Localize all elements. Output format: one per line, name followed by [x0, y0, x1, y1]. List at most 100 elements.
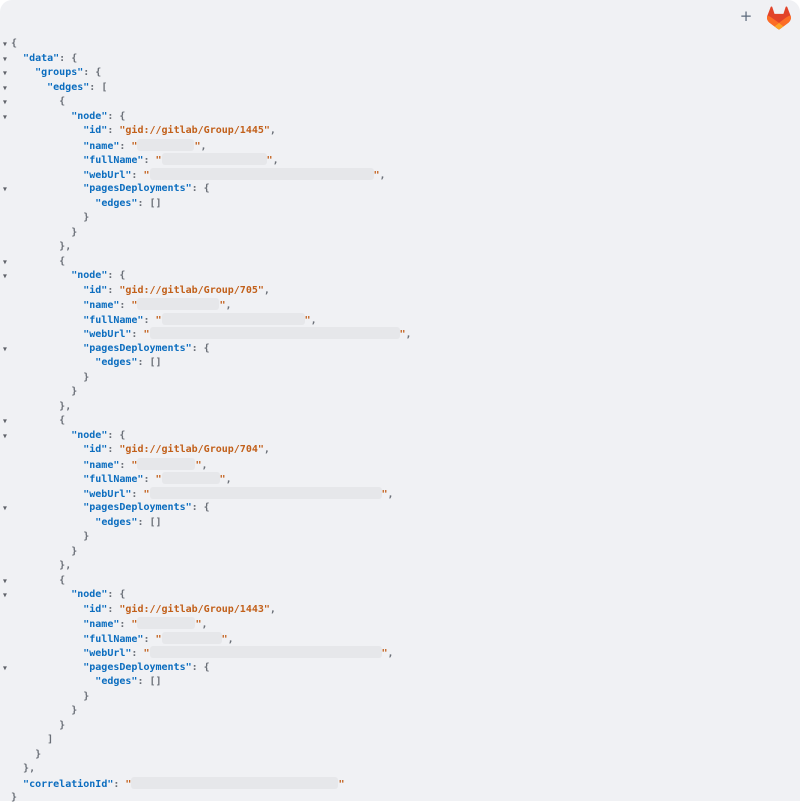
json-line: ▼ {: [3, 414, 800, 429]
json-key: "name": [83, 619, 120, 630]
json-punctuation: }: [83, 531, 90, 542]
json-key: "id": [83, 603, 108, 615]
json-string: ": [194, 140, 201, 152]
redacted-value: [161, 153, 267, 165]
json-line: }: [11, 748, 800, 763]
collapse-arrow-icon[interactable]: ▼: [3, 663, 7, 672]
json-key: "id": [83, 284, 108, 296]
json-line: ▼ "pagesDeployments": {: [3, 501, 800, 516]
json-line: ▼ "node": {: [3, 269, 800, 284]
json-key: "id": [83, 444, 108, 455]
json-punctuation: ,: [269, 125, 276, 136]
redacted-value: [137, 457, 196, 470]
json-line: ]: [11, 733, 800, 748]
collapse-arrow-icon[interactable]: ▼: [3, 344, 7, 353]
collapse-arrow-icon[interactable]: ▼: [3, 112, 7, 121]
json-string: "gid://gitlab/Group/705": [119, 284, 264, 296]
json-punctuation: :: [143, 474, 156, 485]
json-punctuation: {: [11, 38, 18, 49]
json-line: "edges": []: [11, 516, 800, 531]
json-line: ▼ {: [3, 574, 800, 589]
json-line: "id": "gid://gitlab/Group/704",: [11, 443, 800, 458]
json-punctuation: :: [119, 140, 132, 152]
json-punctuation: },: [59, 560, 72, 571]
json-string: ": [125, 778, 132, 790]
collapse-arrow-icon[interactable]: ▼: [3, 40, 7, 48]
json-line: "correlationId": "": [11, 776, 800, 792]
json-key: "node": [71, 110, 108, 122]
json-punctuation: : {: [59, 52, 78, 64]
json-line: ▼ {: [3, 255, 800, 270]
json-punctuation: ,: [379, 169, 386, 181]
json-punctuation: }: [71, 545, 78, 557]
top-bar: +: [0, 0, 800, 30]
json-line: ▼ {: [3, 95, 800, 110]
gitlab-logo-icon: [767, 6, 791, 30]
json-punctuation: }: [83, 371, 90, 383]
json-punctuation: }: [59, 719, 66, 731]
json-punctuation: :: [107, 603, 120, 615]
collapse-arrow-icon[interactable]: ▼: [3, 504, 7, 512]
new-tab-button[interactable]: +: [737, 7, 755, 25]
collapse-arrow-icon[interactable]: ▼: [3, 54, 7, 63]
redacted-value: [149, 486, 382, 499]
json-punctuation: ,: [263, 284, 270, 296]
json-punctuation: :: [119, 619, 132, 630]
json-punctuation: ,: [225, 474, 232, 485]
json-line: ▼ "node": {: [3, 110, 800, 125]
json-key: "data": [23, 52, 60, 64]
json-key: "pagesDeployments": [83, 661, 192, 673]
json-punctuation: :: [143, 314, 156, 326]
json-key: "pagesDeployments": [83, 502, 192, 513]
json-line: "fullName": "",: [11, 631, 800, 647]
json-line: "id": "gid://gitlab/Group/1443",: [11, 603, 800, 618]
json-line: },: [11, 762, 800, 777]
json-punctuation: : {: [191, 502, 210, 513]
json-punctuation: :: [143, 633, 156, 645]
json-line: }: [11, 226, 800, 241]
redacted-value: [161, 631, 222, 644]
json-key: "node": [71, 429, 108, 441]
json-punctuation: :: [113, 778, 126, 790]
json-punctuation: ,: [227, 633, 234, 645]
json-punctuation: : [: [89, 81, 108, 93]
collapse-arrow-icon[interactable]: ▼: [3, 272, 7, 280]
collapse-arrow-icon[interactable]: ▼: [3, 185, 7, 193]
json-key: "edges": [95, 516, 138, 528]
json-line: }: [11, 791, 800, 806]
json-key: "name": [83, 300, 120, 311]
json-line: }: [11, 545, 800, 560]
json-line: }: [11, 211, 800, 226]
collapse-arrow-icon[interactable]: ▼: [3, 576, 7, 585]
json-punctuation: ,: [201, 459, 208, 471]
json-punctuation: ,: [263, 444, 270, 455]
json-string: ": [131, 619, 138, 630]
collapse-arrow-icon[interactable]: ▼: [3, 69, 7, 77]
redacted-value: [137, 617, 196, 629]
collapse-arrow-icon[interactable]: ▼: [3, 591, 7, 599]
json-line: "name": "",: [11, 298, 800, 313]
json-punctuation: ,: [310, 314, 317, 326]
json-string: ": [266, 155, 273, 166]
json-line: }: [11, 719, 800, 734]
json-string: ": [338, 778, 345, 790]
json-key: "node": [71, 589, 108, 600]
json-punctuation: }: [71, 386, 78, 397]
json-punctuation: : {: [191, 661, 210, 673]
json-line: "webUrl": "",: [11, 167, 800, 183]
json-line: },: [11, 400, 800, 415]
json-punctuation: : {: [191, 183, 210, 194]
json-key: "edges": [95, 197, 138, 209]
json-punctuation: : {: [191, 342, 210, 354]
redacted-value: [149, 167, 374, 180]
collapse-arrow-icon[interactable]: ▼: [3, 83, 7, 92]
collapse-arrow-icon[interactable]: ▼: [3, 417, 7, 425]
collapse-arrow-icon[interactable]: ▼: [3, 431, 7, 440]
json-line: },: [11, 240, 800, 255]
collapse-arrow-icon[interactable]: ▼: [3, 98, 7, 106]
json-string: ": [131, 140, 138, 152]
collapse-arrow-icon[interactable]: ▼: [3, 257, 7, 266]
json-line: }: [11, 385, 800, 400]
json-key: "webUrl": [83, 169, 132, 181]
json-line: "name": "",: [11, 457, 800, 473]
